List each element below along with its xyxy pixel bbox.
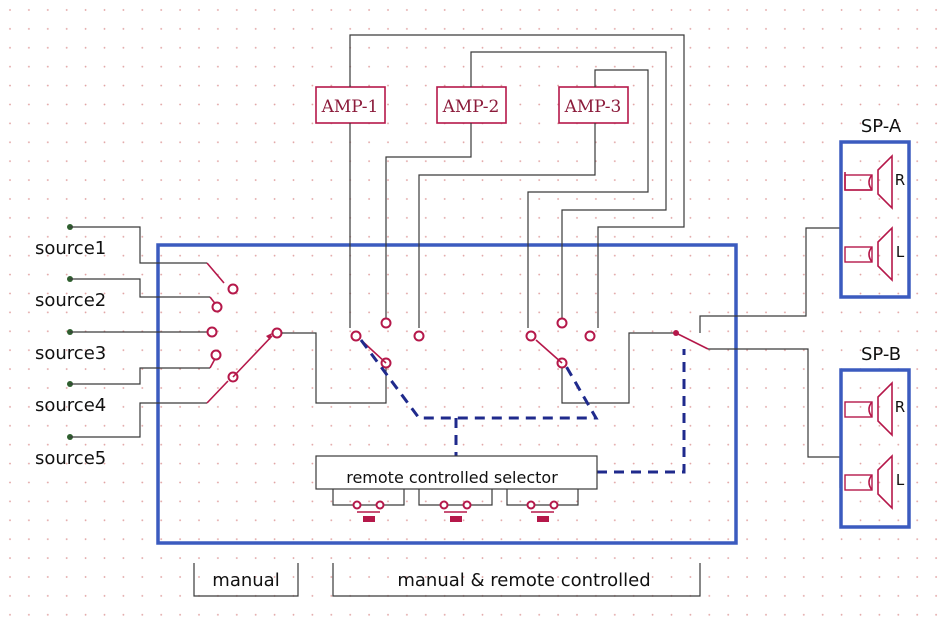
remote-selector-box: remote controlled selector xyxy=(315,455,598,522)
source-inputs xyxy=(67,224,210,440)
amp-wiring xyxy=(349,34,685,328)
sp-b-l-label: L xyxy=(896,471,905,489)
speaker-b: SP-B R L xyxy=(839,344,911,529)
main-enclosure xyxy=(156,243,738,545)
source1-label: source1 xyxy=(35,238,106,259)
amp-1-label: AMP-1 xyxy=(321,97,379,117)
amp-3-box: AMP-3 xyxy=(558,86,629,124)
source2-label: source2 xyxy=(35,290,106,311)
sp-a-r-driver-icon xyxy=(844,154,893,210)
sp-b-r-driver-icon xyxy=(844,381,893,437)
manual-section-bracket: manual xyxy=(193,563,299,597)
amp-1-box: AMP-1 xyxy=(315,86,386,124)
remote-section-bracket: manual & remote controlled xyxy=(332,563,701,597)
amp-output-switch xyxy=(525,317,676,404)
remote-section-label: manual & remote controlled xyxy=(397,570,650,591)
manual-source-switch xyxy=(206,262,387,404)
source5-label: source5 xyxy=(35,448,106,469)
sp-a-l-label: L xyxy=(896,243,905,261)
sp-b-r-label: R xyxy=(895,398,905,416)
amp-3-label: AMP-3 xyxy=(564,97,622,117)
sp-b-l-driver-icon xyxy=(844,454,893,510)
sp-a-r-label: R xyxy=(895,171,905,189)
speaker-a: SP-A R L xyxy=(839,116,911,299)
selector-buttons xyxy=(332,489,579,522)
remote-selector-label: remote controlled selector xyxy=(346,468,558,487)
source3-label: source3 xyxy=(35,343,106,364)
sp-b-label: SP-B xyxy=(861,344,901,365)
manual-section-label: manual xyxy=(212,570,279,591)
sp-a-l-driver-icon xyxy=(844,226,893,282)
remote-linkage xyxy=(359,339,686,474)
source4-label: source4 xyxy=(35,395,106,416)
amp-2-box: AMP-2 xyxy=(436,86,507,124)
amp-2-label: AMP-2 xyxy=(442,97,500,117)
sp-a-label: SP-A xyxy=(861,116,902,137)
